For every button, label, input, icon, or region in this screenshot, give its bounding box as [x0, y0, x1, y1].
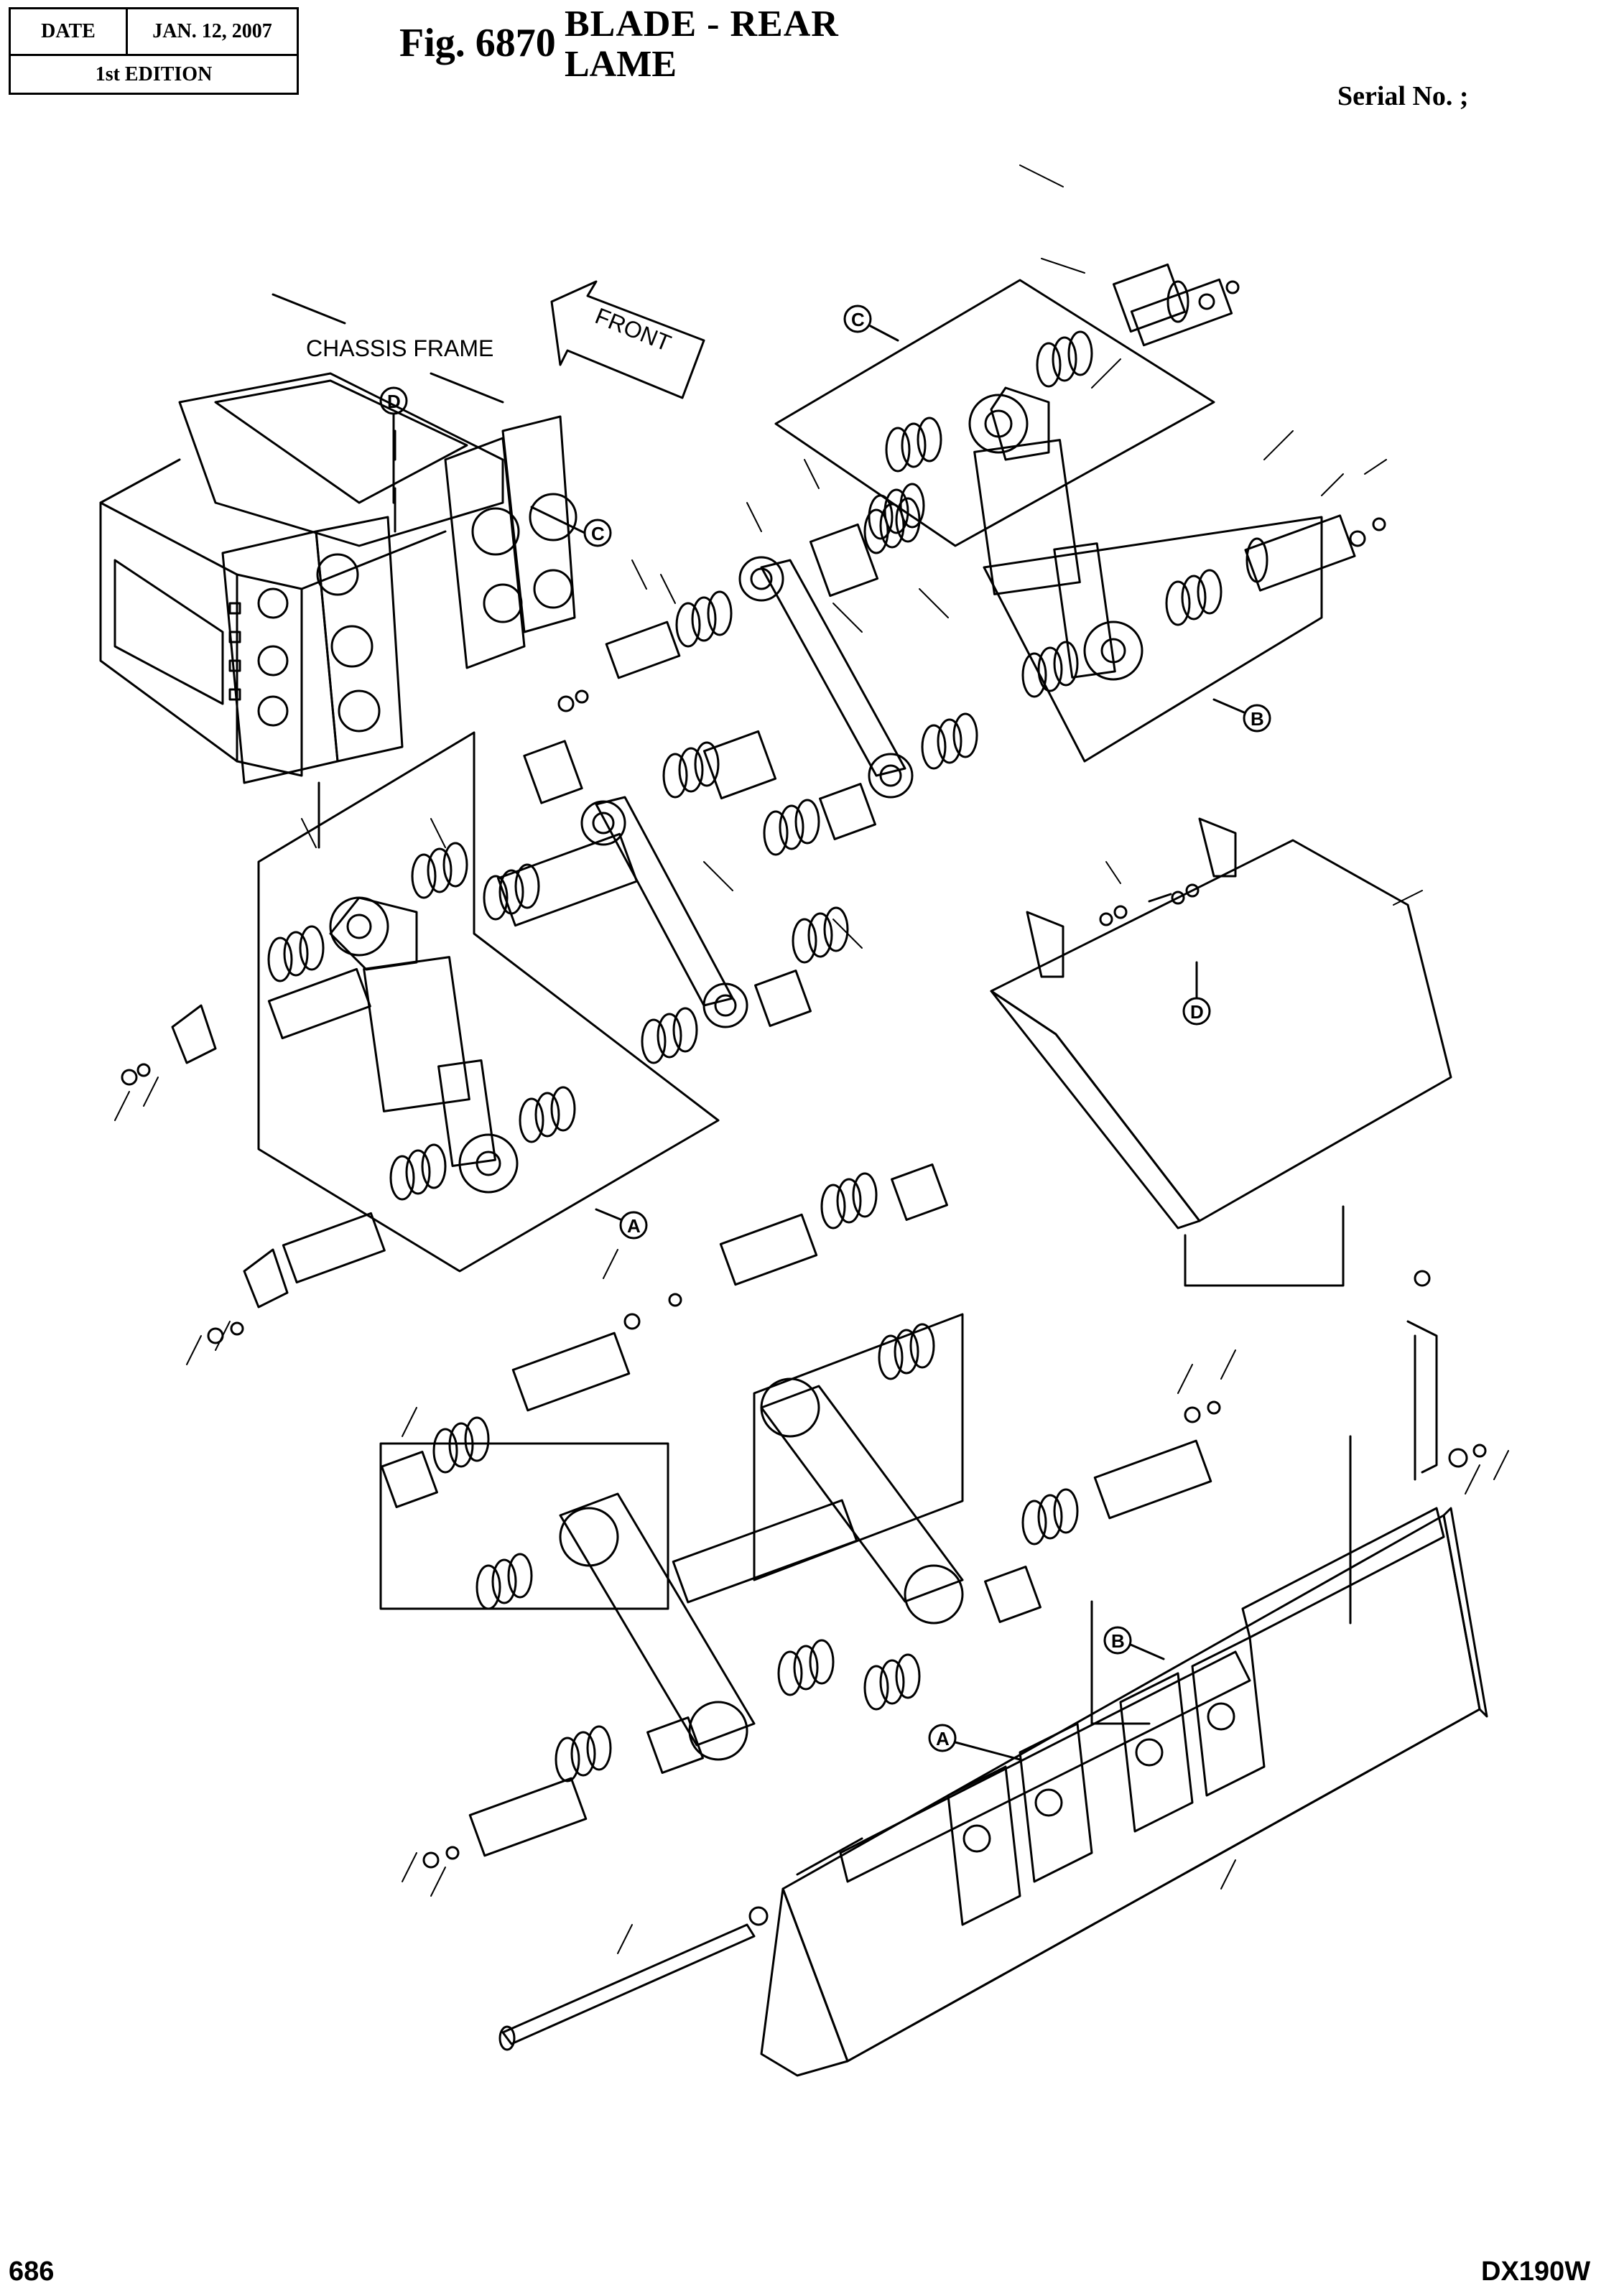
bent-rod [1406, 1270, 1487, 1481]
divider [11, 54, 297, 56]
middle-link-rod [557, 483, 978, 856]
reference-label: C [591, 523, 605, 544]
edition-label: 1st EDITION [95, 63, 213, 85]
date-value: JAN. 12, 2007 [152, 20, 272, 42]
date-label: DATE [41, 20, 96, 42]
page-number: 686 [9, 2257, 55, 2287]
edition-box: DATE JAN. 12, 2007 1st EDITION [9, 7, 299, 95]
reference-label: A [936, 1728, 950, 1749]
reference-label: D [387, 391, 401, 412]
reference-label: B [1251, 708, 1264, 730]
reference-label: A [627, 1215, 641, 1237]
title-french: LAME [565, 44, 677, 85]
title-english: BLADE - REAR [565, 4, 839, 45]
leader-lines [114, 164, 1509, 1954]
reference-label: D [1190, 1001, 1204, 1023]
lower-cylinder-assembly [121, 731, 849, 1344]
front-arrow-label: FRONT [592, 302, 675, 356]
serial-number-label: Serial No. ; [1337, 81, 1469, 111]
blade [760, 1435, 1488, 2077]
front-arrow [550, 280, 705, 399]
figure-number: Fig. 6870 [399, 21, 556, 65]
model-number: DX190W [1481, 2257, 1591, 2287]
long-pin-rod [498, 1906, 769, 2051]
guard-plate [990, 817, 1452, 1287]
reference-label: C [851, 309, 865, 330]
reference-label: B [1111, 1630, 1125, 1652]
chassis-frame [99, 293, 577, 849]
divider [126, 9, 128, 54]
upper-cylinder-assembly [774, 263, 1386, 763]
reference-callouts [379, 305, 1271, 1761]
chassis-frame-label: CHASSIS FRAME [306, 335, 493, 361]
lower-linkage [379, 1163, 1221, 1869]
